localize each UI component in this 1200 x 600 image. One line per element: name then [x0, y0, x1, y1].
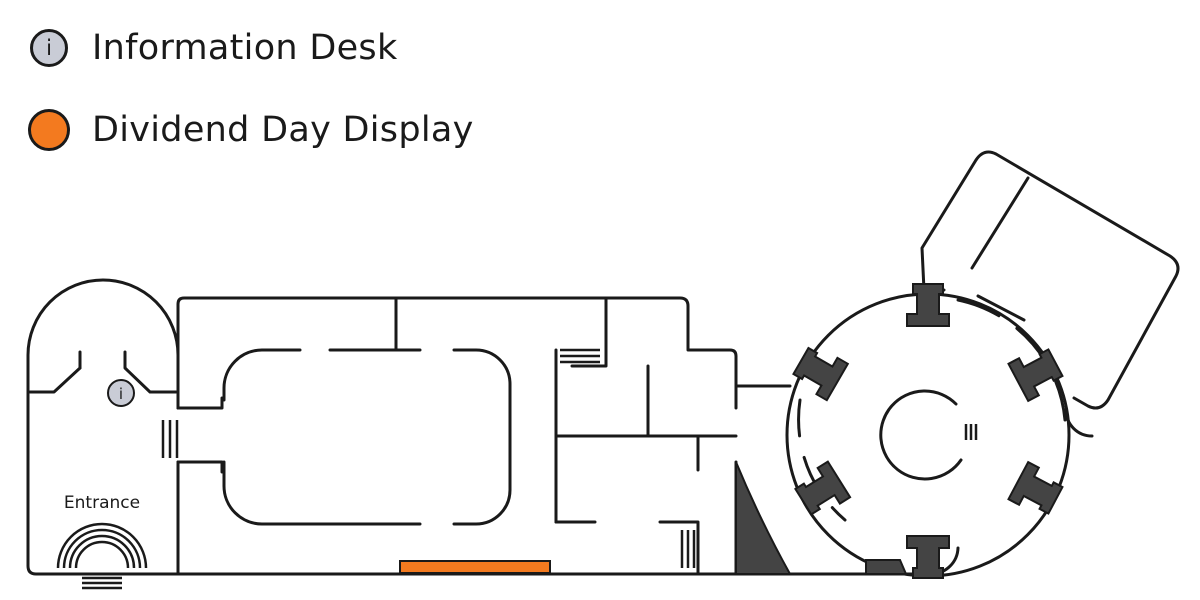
legend-label-information-desk: Information Desk [92, 28, 398, 68]
entrance-hall-wall [26, 278, 180, 576]
entrance-arch-icon [56, 522, 148, 590]
annex-partition [976, 294, 1026, 322]
stairs-icon [161, 420, 179, 458]
dark-lobby-area [865, 559, 908, 575]
legend: i Information Desk Dividend Day Display [28, 22, 474, 156]
dividend-day-display-marker [399, 560, 551, 574]
stairs-icon [964, 424, 978, 440]
legend-item-information-desk: i Information Desk [30, 22, 474, 74]
rotunda-inner-wall [797, 398, 847, 522]
annex-partition [970, 176, 1030, 270]
dark-lobby-area [735, 461, 792, 575]
legend-label-dividend-day-display: Dividend Day Display [92, 110, 474, 150]
central-gallery-wall [452, 348, 512, 526]
stairs-icon [560, 348, 600, 364]
corridor-wall [176, 396, 224, 410]
display-alcoves [789, 283, 1067, 579]
interior-wall [658, 520, 700, 576]
entrance-hall-partition [28, 366, 82, 394]
main-building-wall [176, 296, 738, 410]
stairs-icon [680, 530, 696, 568]
rotunda-inner-wall [956, 298, 1067, 422]
entrance-label: Entrance [64, 493, 140, 513]
info-desk-glyph: i [46, 35, 52, 60]
legend-item-dividend-day-display: Dividend Day Display [28, 104, 474, 156]
central-gallery-wall [222, 460, 422, 526]
display-marker-icon [28, 109, 70, 151]
rotunda-core-wall [879, 389, 963, 481]
interior-wall [570, 296, 608, 368]
info-desk-icon: i [30, 29, 68, 67]
entrance-hall-partition [123, 350, 178, 394]
info-desk-marker: i [107, 379, 135, 407]
corridor-wall [176, 460, 224, 474]
annex-wall [920, 150, 1180, 410]
info-desk-marker-glyph: i [119, 385, 123, 403]
central-gallery-wall [222, 348, 302, 402]
